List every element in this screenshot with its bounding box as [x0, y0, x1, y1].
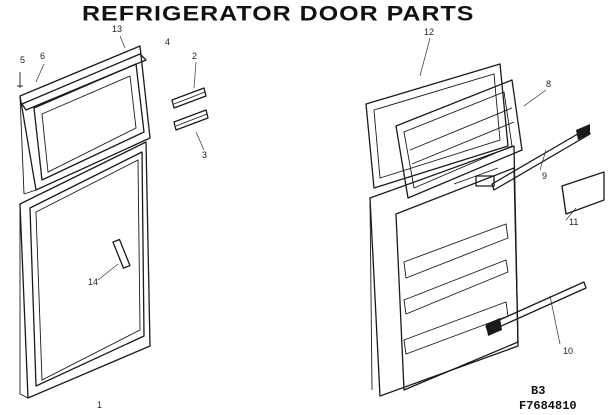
- callout-3: 3: [202, 150, 208, 160]
- page-code: B3: [531, 384, 546, 398]
- callout-5: 5: [20, 55, 26, 65]
- callout-9: 9: [542, 171, 548, 181]
- callout-8: 8: [546, 79, 552, 89]
- door-shelf-bars: [171, 87, 209, 131]
- callout-1: 1: [97, 400, 103, 410]
- callout-6: 6: [40, 51, 46, 61]
- callout-14: 14: [88, 277, 99, 287]
- diagram-title: REFRIGERATOR DOOR PARTS: [82, 2, 475, 26]
- callout-10: 10: [563, 346, 574, 356]
- door-liner-freezer: [395, 79, 523, 199]
- shelf-bar-lower: [485, 281, 587, 336]
- freezer-door: [19, 45, 151, 195]
- fresh-food-door-liner: [369, 145, 519, 397]
- door-gasket-freezer: [365, 63, 509, 189]
- door-hinge-pin: [17, 72, 23, 88]
- callout-11: 11: [569, 217, 579, 227]
- shelf-bar-upper: [491, 124, 591, 191]
- part-number: F7684810: [519, 399, 577, 413]
- callout-2: 2: [192, 51, 198, 61]
- fresh-food-door: [19, 141, 151, 399]
- callout-13: 13: [112, 24, 123, 34]
- callout-4: 4: [165, 37, 171, 47]
- butter-door: [561, 171, 605, 215]
- callout-12: 12: [424, 27, 435, 37]
